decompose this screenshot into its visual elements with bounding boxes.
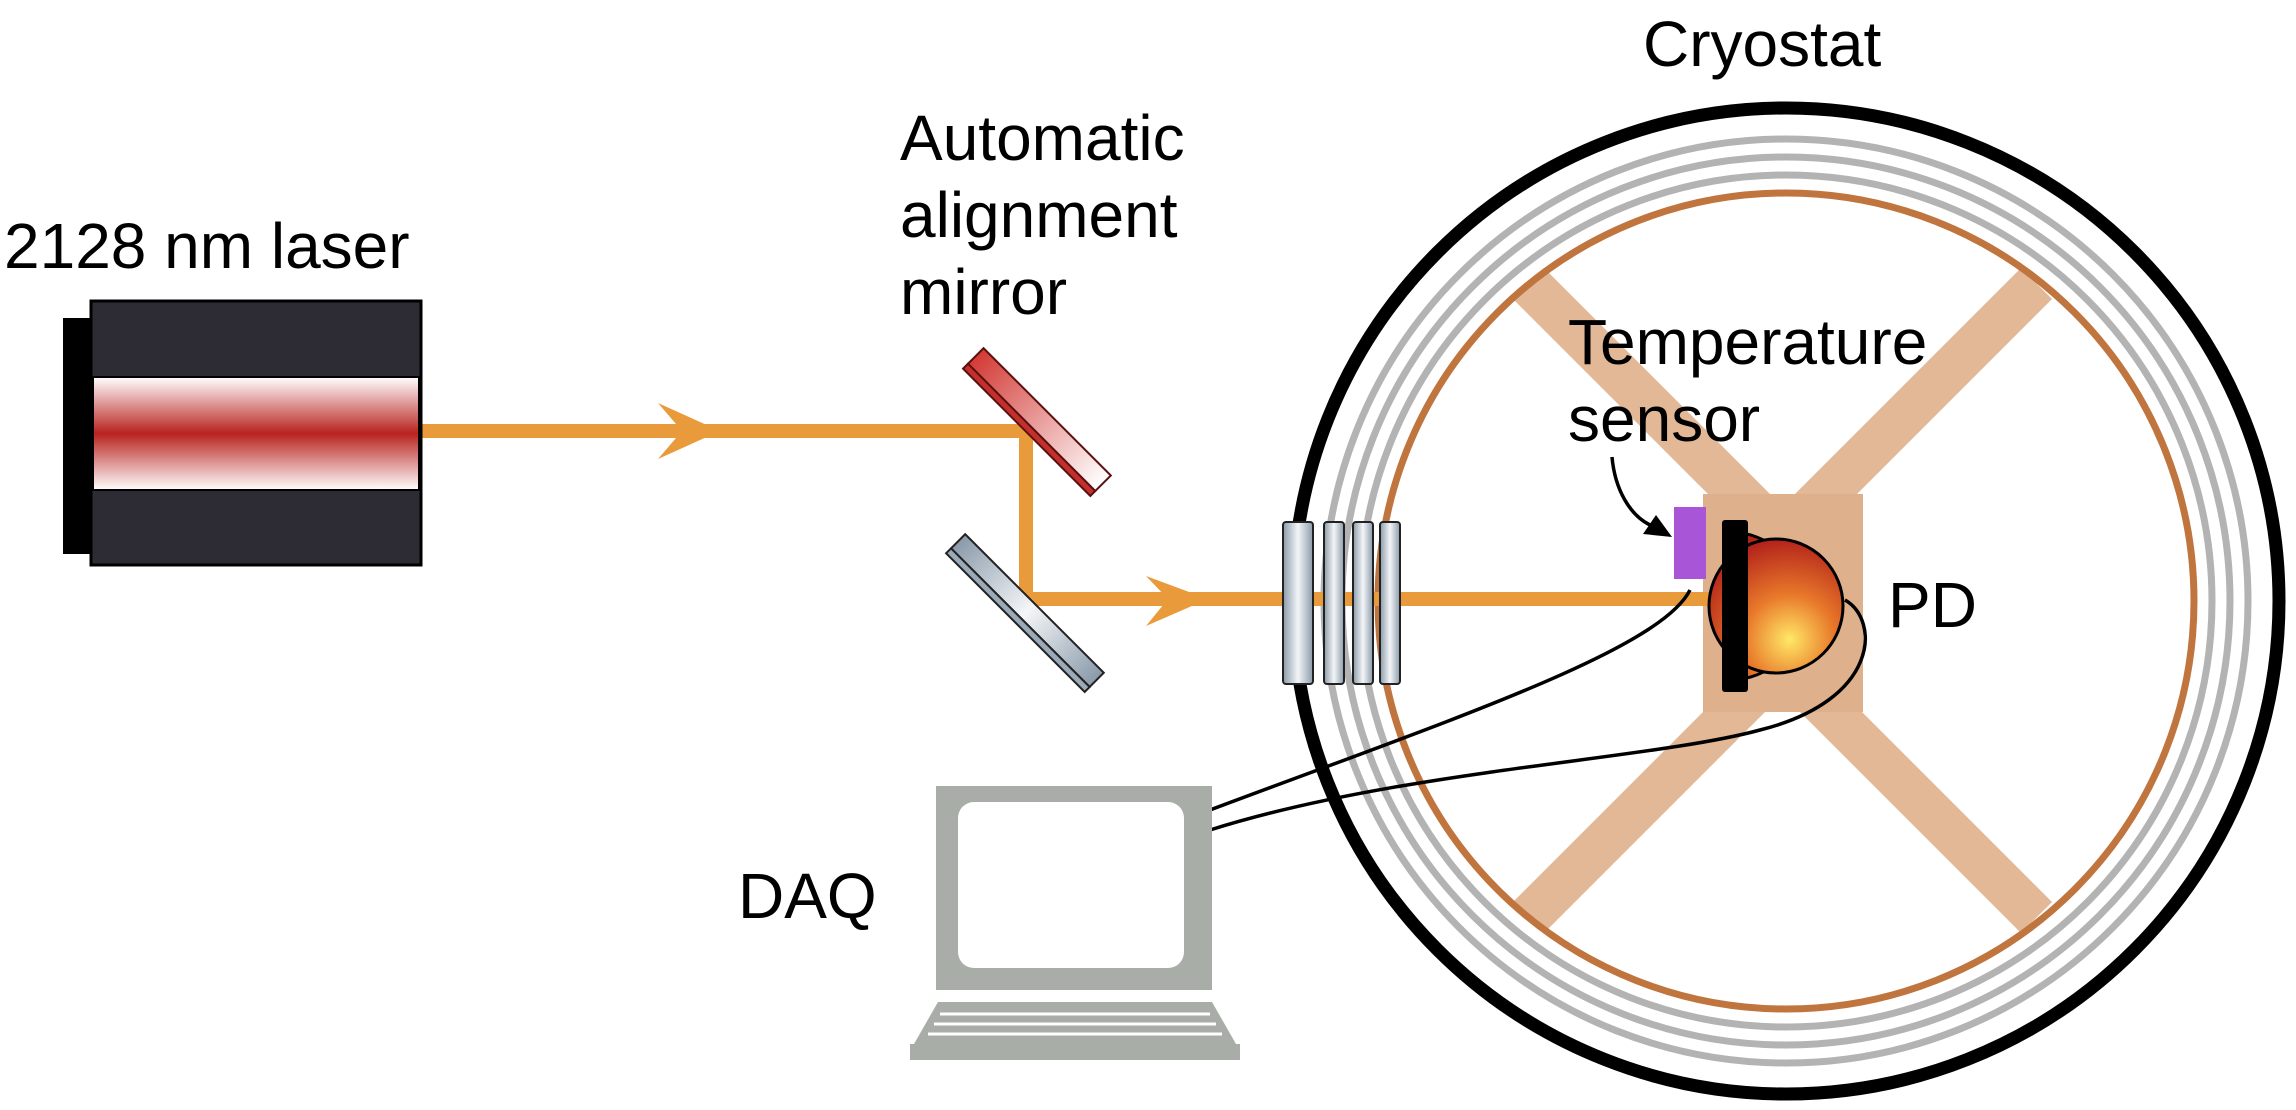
sensor-label-line2: sensor: [1568, 383, 1760, 455]
keyboard-base: [910, 1044, 1240, 1060]
support-arm-upper-right: [1763, 268, 2052, 557]
labels: 2128 nm laser Automatic alignment mirror…: [4, 8, 1977, 932]
mirror-steel-backing: [944, 546, 1092, 694]
cryostat-windows: [1282, 521, 1401, 685]
sensor-pointer-line: [1610, 456, 1651, 527]
sensor-pointer-arrowhead: [1643, 515, 1672, 537]
laser-beam: [420, 403, 1732, 626]
laser-label: 2128 nm laser: [4, 210, 410, 282]
window-1: [1282, 521, 1314, 685]
support-arm-lower-left: [1513, 644, 1802, 933]
support-arm-upper-left: [1513, 268, 1802, 557]
fold-mirror: [944, 532, 1106, 694]
support-arm-lower-right: [1763, 644, 2052, 933]
laser-cavity: [92, 376, 420, 491]
laser-source: [63, 299, 423, 567]
temperature-sensor: [1674, 507, 1706, 579]
daq-label: DAQ: [738, 860, 877, 932]
daq-computer: [910, 786, 1240, 1060]
sensor-label-line1: Temperature: [1568, 306, 1927, 378]
window-2: [1323, 521, 1345, 685]
beam-arrow-1: [658, 403, 720, 459]
keyboard-keys: [928, 1012, 1222, 1036]
beam-arrow-2: [1146, 576, 1208, 626]
window-3: [1352, 521, 1374, 685]
mirror-label-line2: alignment: [900, 179, 1178, 251]
beam-segment-vertical: [1019, 424, 1033, 604]
monitor-screen: [958, 802, 1184, 968]
photodiode-mount: [1722, 520, 1748, 692]
cryostat-label: Cryostat: [1643, 8, 1882, 80]
signal-wires: [1209, 589, 1867, 832]
mirror-red-backing: [961, 362, 1097, 498]
window-4: [1379, 521, 1401, 685]
mirror-label-line1: Automatic: [900, 102, 1185, 174]
sensor-wire: [1209, 589, 1692, 812]
photodiode: [1707, 520, 1845, 692]
mirror-red-body: [966, 346, 1113, 493]
mirror-label-line3: mirror: [900, 256, 1067, 328]
photodiode-wire: [1209, 598, 1867, 832]
beam-segment-laser-to-mirror: [420, 424, 1030, 438]
automatic-alignment-mirror: [961, 346, 1113, 498]
photodiode-label: PD: [1888, 569, 1977, 641]
beam-segment-to-photodiode: [1019, 592, 1732, 606]
